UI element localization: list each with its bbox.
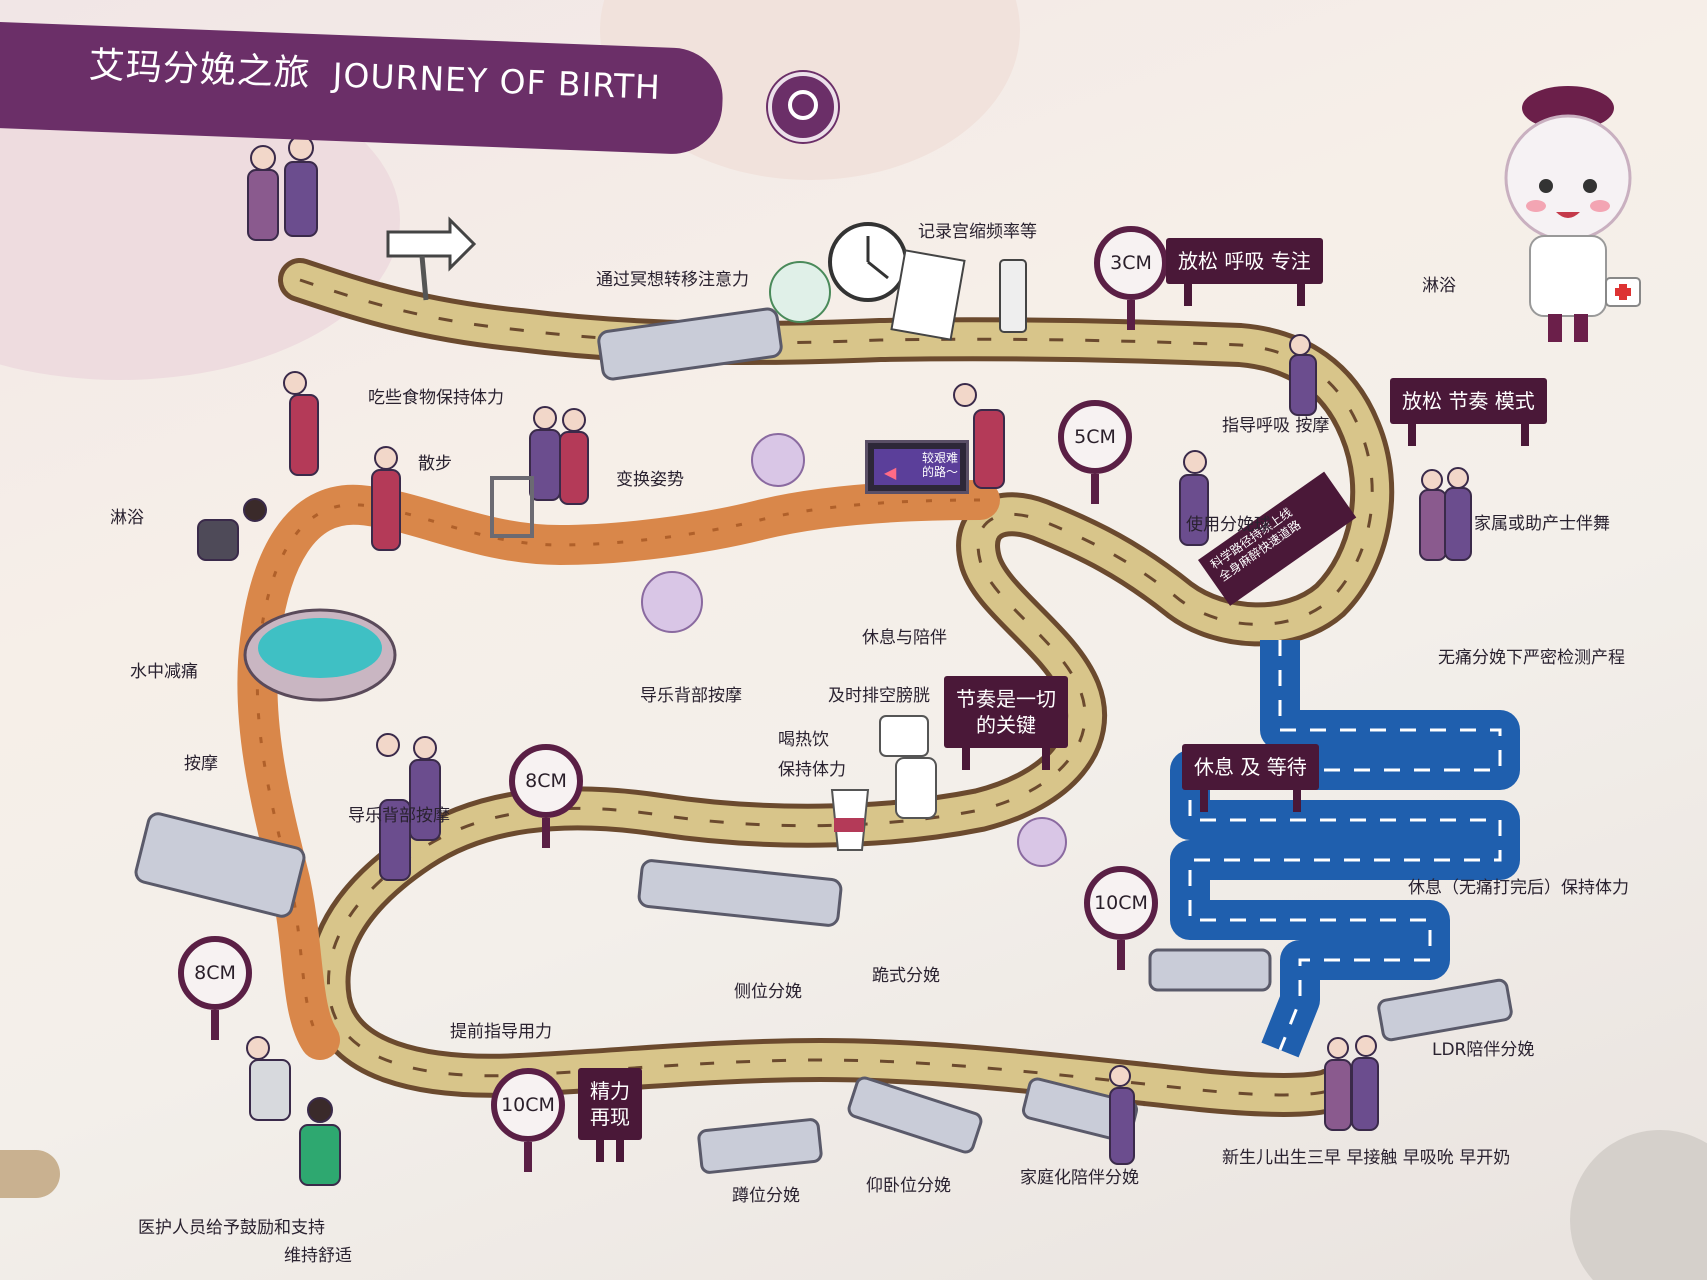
people (197, 135, 1472, 1186)
direction-arrow-sign (386, 216, 477, 272)
sign-energy-line1: 精力 (590, 1079, 630, 1103)
screen-line2: 的路～ (922, 465, 959, 480)
label-rest-after: 休息（无痛打完后）保持体力 (1408, 878, 1629, 898)
cm-marker-3: 3CM (1088, 226, 1178, 330)
sign-rhythm-key-line1: 节奏是一切 (956, 687, 1056, 711)
meditation-tree (769, 261, 831, 323)
label-drink-hot: 喝热饮 (778, 730, 829, 750)
label-meditation: 通过冥想转移注意力 (596, 270, 749, 290)
label-music-massage-2: 导乐背部按摩 (348, 806, 450, 826)
label-newborn: 新生儿出生三早 早接触 早吸吮 早开奶 (1222, 1148, 1511, 1168)
sign-rest-wait: 休息 及 等待 (1182, 744, 1319, 812)
tablet-screen: ◀ 较艰难 的路～ (865, 440, 969, 494)
chair (490, 476, 534, 538)
cm-marker-10-bottom: 10CM (485, 1068, 575, 1172)
birth-balls (641, 433, 1067, 867)
cm-marker-8-left: 8CM (172, 936, 262, 1040)
phone (999, 259, 1027, 333)
label-change-position: 变换姿势 (616, 470, 684, 490)
label-rest-accompany: 休息与陪伴 (862, 628, 947, 648)
label-supine-delivery: 仰卧位分娩 (866, 1176, 951, 1196)
sign-relax-rhythm: 放松 节奏 模式 (1390, 378, 1547, 446)
label-eat-food: 吃些食物保持体力 (368, 388, 504, 408)
label-kneel-delivery: 跪式分娩 (872, 966, 940, 986)
label-family-dance: 家属或助产士伴舞 (1474, 514, 1610, 534)
label-keep-energy: 保持体力 (778, 760, 846, 780)
cm-marker-8-center: 8CM (503, 744, 593, 848)
arrow-left-icon: ◀ (884, 463, 897, 482)
label-painless-monitor: 无痛分娩下严密检测产程 (1438, 648, 1625, 668)
cm-marker-5: 5CM (1052, 400, 1142, 504)
label-family-accompany: 家庭化陪伴分娩 (1020, 1168, 1139, 1188)
label-keep-comfort: 维持舒适 (284, 1246, 352, 1266)
dirt-path (237, 480, 1000, 1060)
label-record-contractions: 记录宫缩频率等 (918, 222, 1037, 242)
screen-line1: 较艰难 (922, 451, 959, 465)
label-music-massage-1: 导乐背部按摩 (640, 686, 742, 706)
label-walk: 散步 (418, 454, 452, 474)
sign-rhythm-key-line2: 的关键 (976, 713, 1036, 737)
label-empty-bladder: 及时排空膀胱 (828, 686, 930, 706)
door-handle (0, 1150, 60, 1198)
label-shower-left: 淋浴 (110, 508, 144, 528)
label-birth-ball: 使用分娩球 (1186, 515, 1271, 535)
mascot-doctor (1504, 86, 1641, 342)
sign-energy-line2: 再现 (590, 1105, 630, 1129)
label-side-delivery: 侧位分娩 (734, 982, 802, 1002)
toilet (879, 715, 929, 757)
label-water-relief: 水中减痛 (130, 662, 198, 682)
label-ldr: LDR陪伴分娩 (1432, 1040, 1535, 1060)
label-massage: 按摩 (184, 754, 218, 774)
label-staff-encourage: 医护人员给予鼓励和支持 (138, 1218, 325, 1238)
label-squat-delivery: 蹲位分娩 (732, 1186, 800, 1206)
label-guide-breath: 指导呼吸 按摩 (1222, 416, 1330, 436)
title-zh: 艾玛分娩之旅 (88, 44, 312, 95)
title-en: JOURNEY OF BIRTH (331, 55, 662, 107)
cm-marker-10-right: 10CM (1078, 866, 1168, 970)
hospital-logo (768, 72, 838, 142)
label-shower-top: 淋浴 (1422, 276, 1456, 296)
label-early-push: 提前指导用力 (450, 1022, 552, 1042)
sign-energy-returns: 精力 再现 (578, 1068, 642, 1162)
notepad (890, 249, 966, 341)
bed-mats (134, 307, 1513, 1174)
sign-relax-breathe: 放松 呼吸 专注 (1166, 238, 1323, 306)
sign-rhythm-key: 节奏是一切 的关键 (944, 676, 1068, 770)
